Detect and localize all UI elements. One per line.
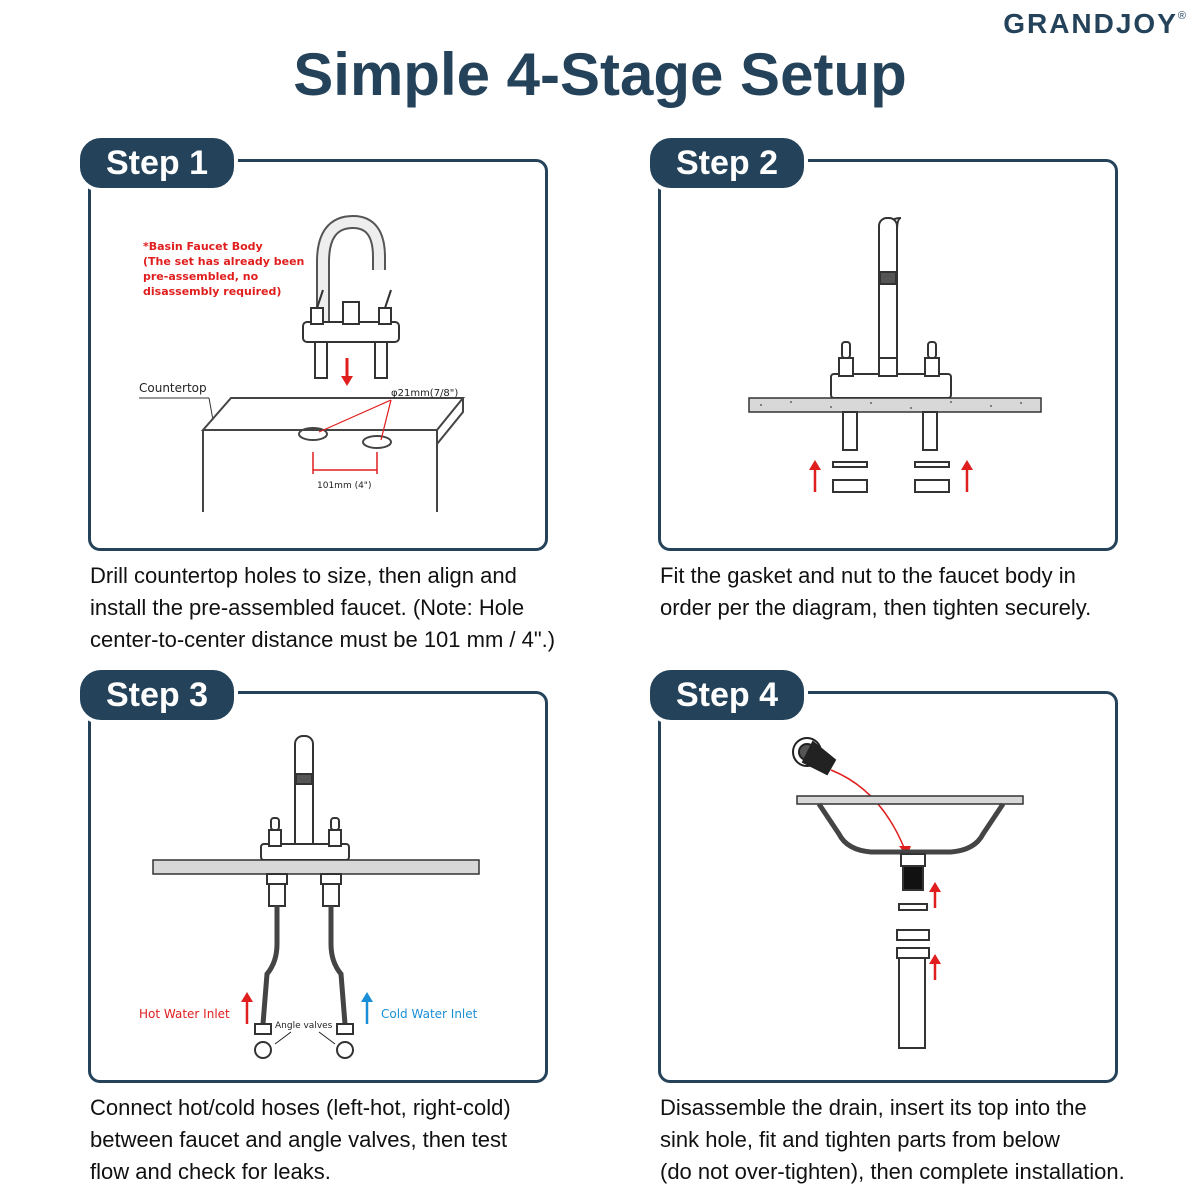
- faucet-body-label-1: *Basin Faucet Body: [143, 240, 263, 253]
- step-4-description: Disassemble the drain, insert its top in…: [660, 1092, 1190, 1188]
- step-1-illustration: *Basin Faucet Body (The set has already …: [139, 214, 466, 512]
- cold-water-label: Cold Water Inlet: [381, 1007, 478, 1021]
- step-3-illustration: Hot Water Inlet Cold Water Inlet Angle v…: [139, 735, 480, 1059]
- hot-water-label: Hot Water Inlet: [139, 1007, 230, 1021]
- step-4-desc-line: sink hole, fit and tighten parts from be…: [660, 1127, 1060, 1152]
- step-2-panel: [658, 159, 1118, 551]
- page-title: Simple 4-Stage Setup: [293, 41, 907, 108]
- step-1-desc-line: install the pre-assembled faucet. (Note:…: [90, 595, 525, 620]
- step-3-panel: Hot Water Inlet Cold Water Inlet Angle v…: [88, 691, 548, 1083]
- step-1-desc-line: Drill countertop holes to size, then ali…: [90, 563, 517, 588]
- step-1-description: Drill countertop holes to size, then ali…: [90, 560, 610, 656]
- step-3-description: Connect hot/cold hoses (left-hot, right-…: [90, 1092, 610, 1188]
- step-4-badge: Step 4: [646, 666, 809, 724]
- step-3-desc-line: flow and check for leaks.: [90, 1159, 331, 1184]
- angle-valves-label: Angle valves: [275, 1021, 333, 1031]
- step-2-illustration: [748, 217, 1042, 493]
- step-3-desc-line: between faucet and angle valves, then te…: [90, 1127, 508, 1152]
- step-1-badge: Step 1: [76, 134, 239, 192]
- step-2-description: Fit the gasket and nut to the faucet bod…: [660, 560, 1180, 624]
- step-2-desc-line: Fit the gasket and nut to the faucet bod…: [660, 563, 1076, 588]
- step-4-desc-line: Disassemble the drain, insert its top in…: [660, 1095, 1087, 1120]
- faucet-body-label-4: disassembly required): [143, 285, 281, 298]
- faucet-body-label-2: (The set has already been: [143, 255, 304, 268]
- step-4-panel: [658, 691, 1118, 1083]
- hole-diameter-label: φ21mm(7/8"): [391, 388, 458, 399]
- registered-mark: ®: [1177, 10, 1186, 22]
- step-4-illustration: [792, 737, 1024, 1049]
- center-distance-label: 101mm (4"): [317, 481, 371, 491]
- brand-name: GRANDJOY: [1003, 8, 1178, 39]
- step-3-desc-line: Connect hot/cold hoses (left-hot, right-…: [90, 1095, 511, 1120]
- step-1-desc-line: center-to-center distance must be 101 mm…: [90, 627, 556, 652]
- step-3-badge: Step 3: [76, 666, 239, 724]
- countertop-label: Countertop: [139, 381, 207, 395]
- brand-logo: GRANDJOY®: [1003, 8, 1186, 40]
- step-4-desc-line: (do not over-tighten), then complete ins…: [660, 1159, 1125, 1184]
- step-2-desc-line: order per the diagram, then tighten secu…: [660, 595, 1092, 620]
- step-2-badge: Step 2: [646, 134, 809, 192]
- step-1-panel: *Basin Faucet Body (The set has already …: [88, 159, 548, 551]
- faucet-body-label-3: pre-assembled, no: [143, 270, 259, 283]
